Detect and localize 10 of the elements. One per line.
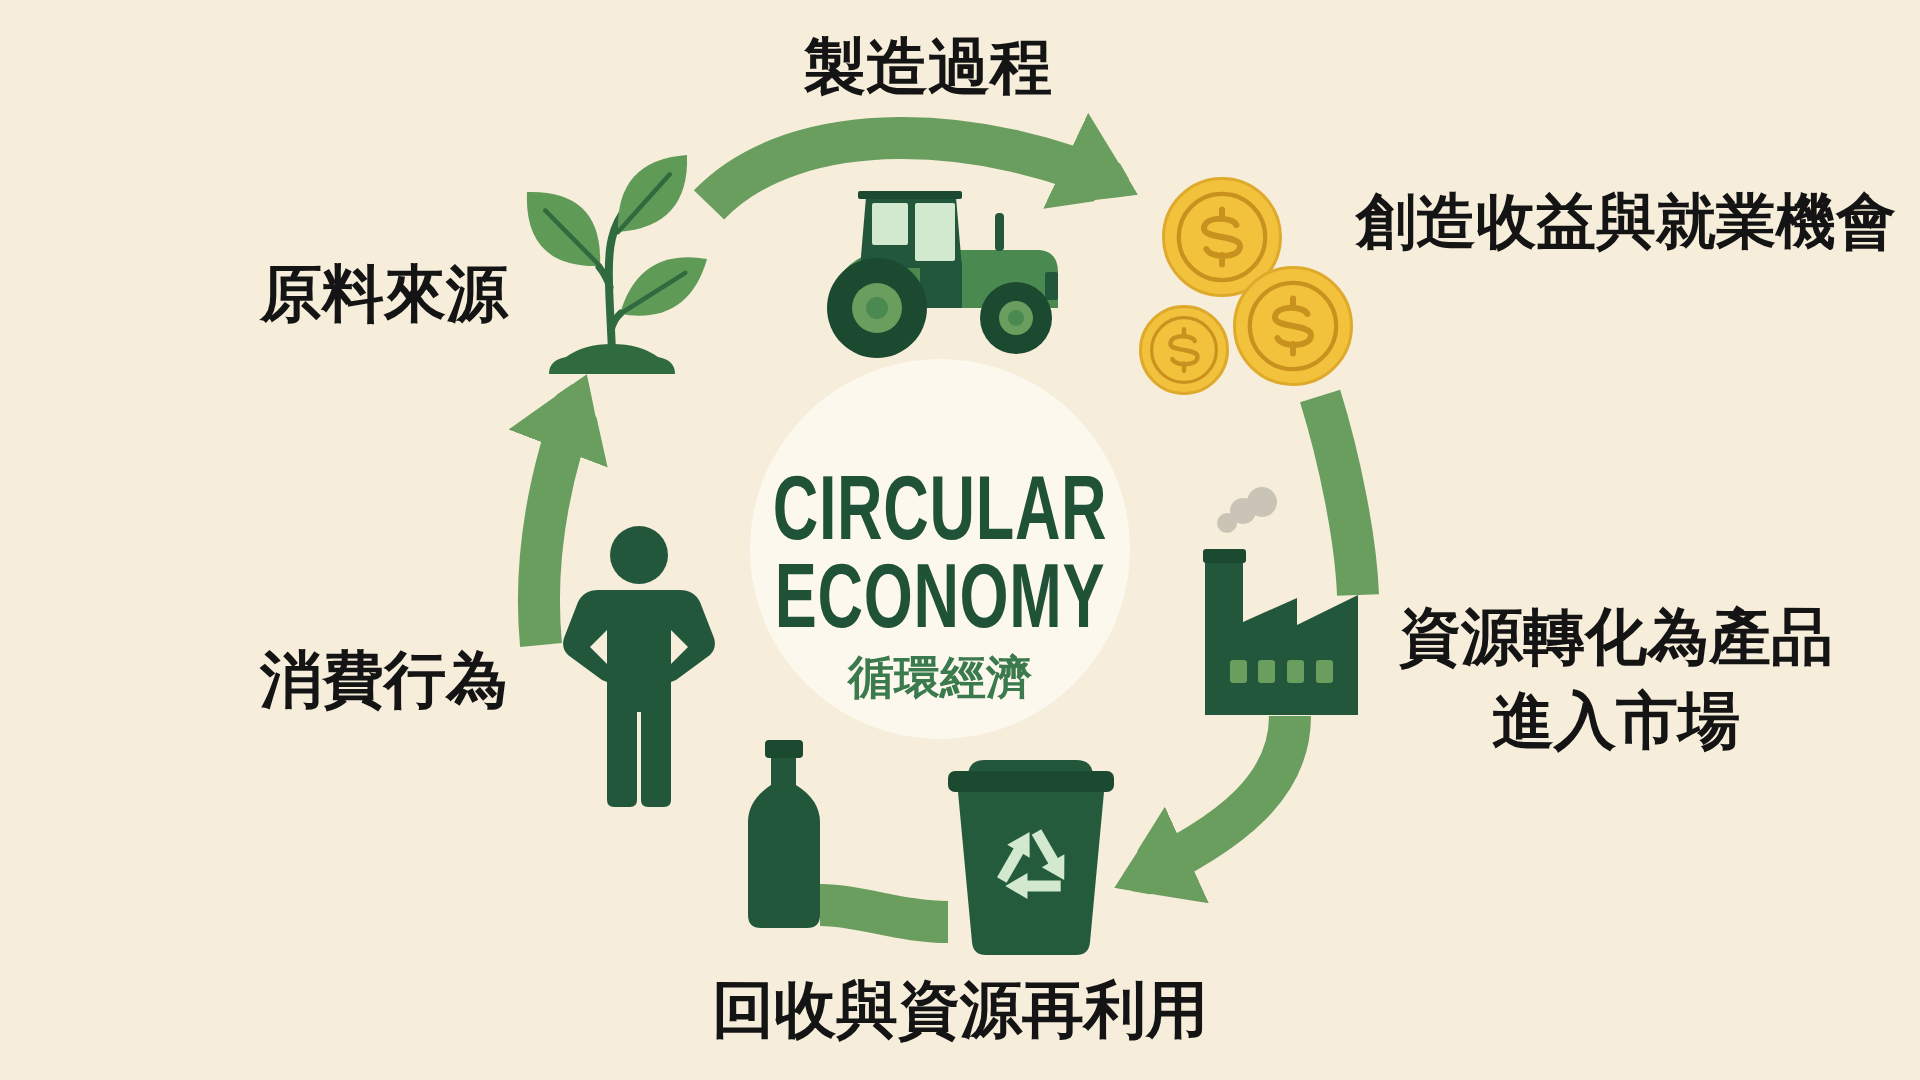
step-label: 資源轉化為產品進入市場 — [1398, 599, 1834, 759]
arrow — [509, 373, 609, 647]
connector — [819, 884, 949, 943]
step-label: 原料來源 — [260, 259, 508, 329]
step-label: 回收與資源再利用 — [712, 975, 1208, 1045]
subheading: 循環經濟 — [848, 651, 1032, 703]
step-label: 創造收益與就業機會 — [1356, 186, 1896, 256]
step-label: 消費行為 — [260, 645, 508, 715]
heading: CIRCULAR ECONOMY — [772, 464, 1108, 640]
connector — [1300, 389, 1379, 597]
